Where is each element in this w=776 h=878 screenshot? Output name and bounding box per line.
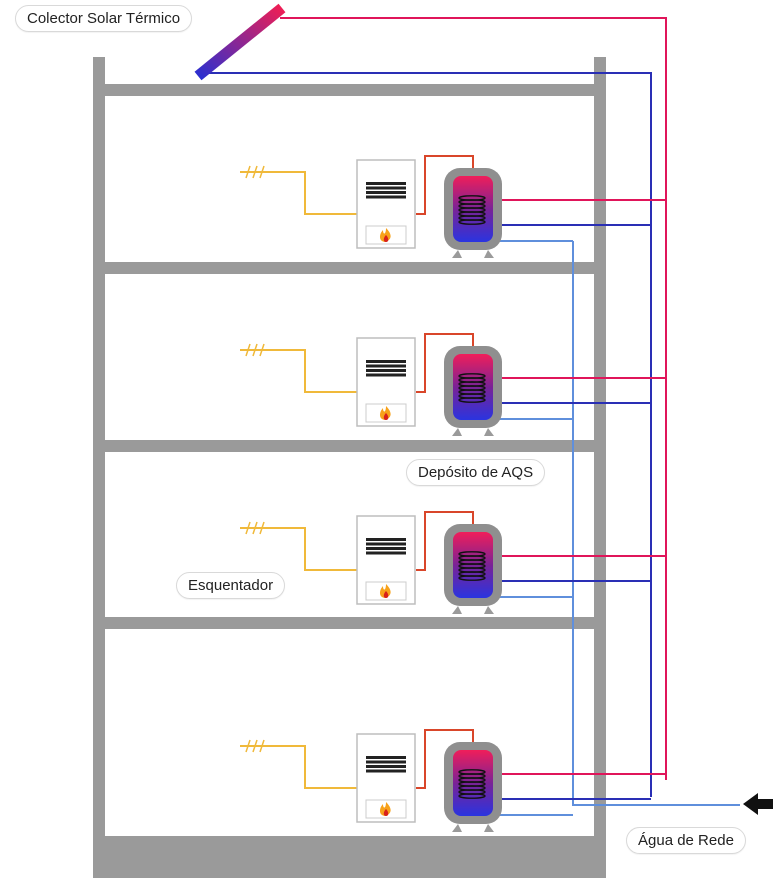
solar-panel-icon	[194, 3, 286, 81]
hot-riser	[280, 17, 667, 780]
gas-supply-icon	[240, 739, 270, 753]
building-structure	[93, 57, 606, 878]
flue-pipe	[416, 155, 474, 215]
floor-unit	[240, 729, 502, 832]
cold-riser	[206, 72, 652, 797]
floor-unit	[240, 333, 502, 436]
gas-supply-icon	[240, 165, 270, 179]
ground-slab	[93, 836, 606, 878]
floor-unit	[240, 511, 502, 614]
hot-water-tank-icon	[444, 346, 502, 436]
arrow-left-icon	[743, 793, 773, 815]
flue-pipe	[416, 511, 474, 571]
water-heater-label: Esquentador	[176, 572, 286, 599]
floor-unit	[240, 155, 502, 258]
gas-pipe	[240, 171, 357, 215]
hot-water-tank-icon	[444, 168, 502, 258]
mains-water-label: Água de Rede	[626, 827, 746, 854]
solar-collector-label: Colector Solar Térmico	[15, 5, 193, 32]
floor-slab	[93, 84, 606, 96]
gas-supply-icon	[240, 343, 270, 357]
floor-slab	[93, 440, 606, 452]
gas-pipe	[240, 745, 357, 789]
pipe-network	[206, 17, 740, 816]
gas-water-heater-icon	[356, 515, 416, 605]
gas-pipe	[240, 527, 357, 571]
left-wall	[93, 57, 105, 878]
gas-water-heater-icon	[356, 337, 416, 427]
flue-pipe	[416, 729, 474, 789]
flue-pipe	[416, 333, 474, 393]
gas-pipe	[240, 349, 357, 393]
gas-water-heater-icon	[356, 733, 416, 823]
floor-slab	[93, 262, 606, 274]
gas-water-heater-icon	[356, 159, 416, 249]
mains-riser	[572, 241, 740, 806]
floor-units	[240, 155, 502, 832]
right-wall	[594, 57, 606, 878]
floor-slab	[93, 617, 606, 629]
gas-supply-icon	[240, 521, 270, 535]
hot-water-tank-icon	[444, 524, 502, 614]
storage-tank-label: Depósito de AQS	[406, 459, 546, 486]
hot-water-tank-icon	[444, 742, 502, 832]
